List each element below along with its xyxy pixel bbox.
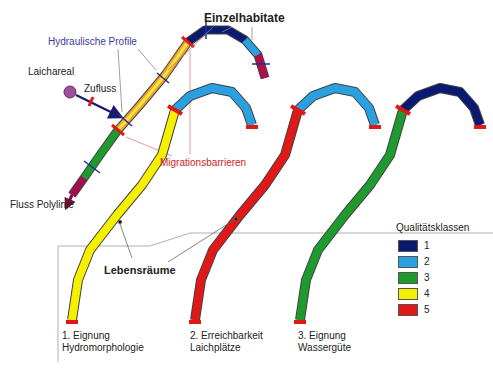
river-segment (300, 88, 480, 320)
river-segment (300, 110, 403, 320)
label: Fluss Polylinie (10, 199, 74, 211)
river-segment (403, 88, 480, 125)
river-segment (298, 88, 375, 125)
label: 1. Eignung Hydromorphologie (62, 330, 154, 353)
barrier-mark (474, 125, 486, 129)
legend-swatch (398, 240, 418, 252)
barrier-mark (189, 320, 201, 324)
label: Qualitätsklassen (396, 222, 469, 234)
barrier-mark (246, 125, 258, 129)
label: 3. Eignung Wassergüte (298, 330, 390, 353)
river-segment (72, 88, 252, 320)
barrier-mark (396, 106, 410, 114)
barrier-mark (369, 125, 381, 129)
label: Lebensräume (104, 264, 176, 277)
legend-label: 2 (424, 256, 430, 268)
label: Migrationsbarrieren (160, 157, 246, 169)
barrier-mark (291, 106, 305, 114)
label: Hydraulische Profile (48, 36, 137, 48)
label: Zufluss (84, 83, 116, 95)
river-segment (72, 110, 175, 320)
barrier-mark (294, 320, 306, 324)
legend-swatch (398, 272, 418, 284)
river-segment (175, 88, 252, 125)
river-segment (195, 110, 298, 320)
legend-label: 5 (424, 304, 430, 316)
legend-label: 4 (424, 288, 430, 300)
legend-swatch (398, 288, 418, 300)
label: 2. Erreichbarkeit Laichplätze (190, 330, 282, 353)
label: Einzelhabitate (204, 12, 285, 26)
legend-label: 3 (424, 272, 430, 284)
label: Laichareal (28, 66, 74, 78)
legend-label: 1 (424, 240, 430, 252)
barrier-mark (168, 106, 182, 114)
legend-swatch (398, 304, 418, 316)
legend-swatch (398, 256, 418, 268)
barrier-mark (66, 320, 78, 324)
